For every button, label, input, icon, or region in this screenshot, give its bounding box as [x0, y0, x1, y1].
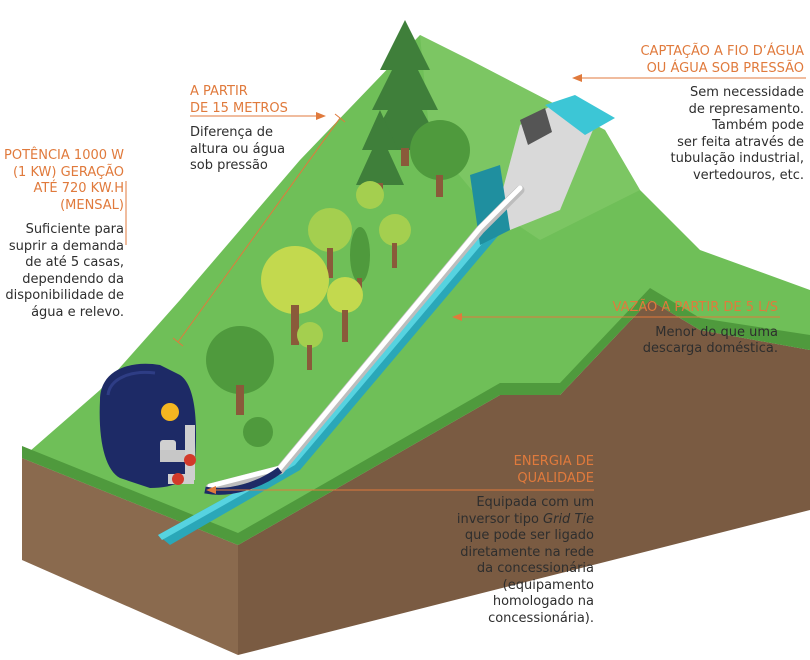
callout-body-line: Menor do que uma [655, 324, 778, 340]
callout-body-line: de represamento. [688, 101, 804, 117]
callout-title-line: CAPTAÇÃO A FIO D’ÁGUA [640, 44, 804, 59]
leader-intake-arrow [572, 74, 582, 82]
callout-title-line: OU ÁGUA SOB PRESSÃO [646, 60, 804, 76]
callout-body-line: disponibilidade de [5, 288, 124, 303]
leader-height-arrow [316, 112, 326, 120]
grid-tie-term: Grid Tie [543, 511, 594, 527]
callout-body-line: água e relevo. [31, 304, 124, 320]
height-dimension-line [177, 117, 341, 343]
callout-title-line: QUALIDADE [517, 470, 594, 486]
callout-body-line: que pode ser ligado [464, 528, 594, 543]
callout-title-line: (1 KW) GERAÇÃO [12, 164, 124, 180]
callout-body-line: de até 5 casas, [25, 255, 124, 270]
callout-body-line-mixed: inversor tipo Grid Tie [457, 512, 594, 529]
soil-front-face [22, 458, 238, 655]
tree-icon [297, 322, 323, 370]
callout-body-line: ser feita através de [677, 134, 804, 150]
callout-power: POTÊNCIA 1000 W (1 KW) GERAÇÃO ATÉ 720 K… [4, 148, 124, 321]
callout-body-line: Sem necessidade [689, 85, 804, 100]
tree-icon [410, 120, 470, 197]
leader-flow-arrow [452, 313, 462, 321]
callout-energy-title: ENERGIA DE QUALIDADE [457, 454, 594, 487]
dimension-tick [172, 337, 184, 347]
intake-concrete [500, 100, 595, 230]
callout-power-title: POTÊNCIA 1000 W (1 KW) GERAÇÃO ATÉ 720 K… [4, 148, 124, 214]
callout-intake: CAPTAÇÃO A FIO D’ÁGUA OU ÁGUA SOB PRESSÃ… [640, 44, 804, 184]
leader-energy-arrow [206, 486, 216, 494]
callout-title-line: POTÊNCIA 1000 W [4, 148, 124, 163]
hydro-turbine-icon [99, 363, 197, 488]
callout-body-line: Suficiente para [25, 222, 124, 237]
tree-icon [366, 20, 444, 166]
callout-body-line: homologado na [492, 594, 594, 609]
tree-icon [243, 417, 273, 447]
callout-intake-body: Sem necessidade de represamento. Também … [640, 85, 805, 184]
callout-title-line: ENERGIA DE [513, 454, 594, 469]
tree-icon [261, 246, 329, 345]
intake-water-top [545, 95, 615, 135]
callout-body-line: altura ou água [190, 141, 286, 157]
callout-body-line: da concessionária [476, 561, 594, 576]
callout-body-line: Também pode [712, 118, 804, 133]
callout-title-line: A PARTIR [190, 84, 248, 99]
callout-body-line: dependendo da [22, 271, 124, 287]
intake-gate [520, 108, 552, 145]
callout-body-line: sob pressão [190, 158, 268, 173]
callout-power-body: Suficiente para suprir a demanda de até … [4, 222, 124, 321]
callout-title-line: (MENSAL) [60, 197, 124, 213]
callout-flow-title: VAZÃO A PARTIR DE 5 L/S [613, 300, 778, 317]
dimension-tick [334, 113, 346, 123]
callout-body-line: tubulação industrial, [670, 151, 805, 166]
tree-icon [327, 277, 363, 342]
callout-body-line: (equipamento [502, 577, 594, 593]
callout-flow: VAZÃO A PARTIR DE 5 L/S Menor do que uma… [613, 300, 778, 358]
callout-title-line: ATÉ 720 KW.H [33, 181, 124, 196]
callout-height-body: Diferença de altura ou água sob pressão [190, 125, 288, 175]
tree-icon [308, 181, 384, 278]
soil-side-face [238, 300, 810, 655]
callout-body-line: vertedouros, etc. [692, 167, 804, 183]
callout-body-line: descarga doméstica. [642, 341, 778, 356]
penstock-pipe-highlight [207, 185, 523, 489]
callout-body-fragment: inversor tipo [456, 511, 544, 527]
callout-energy-body: Equipada com um inversor tipo Grid Tie q… [457, 495, 594, 627]
callout-height-title: A PARTIR DE 15 METROS [190, 84, 288, 117]
callout-body-line: Diferença de [190, 125, 273, 140]
callout-flow-body: Menor do que uma descarga doméstica. [613, 325, 778, 358]
callout-energy: ENERGIA DE QUALIDADE Equipada com um inv… [457, 454, 594, 627]
callout-body-line: suprir a demanda [8, 238, 124, 254]
callout-intake-title: CAPTAÇÃO A FIO D’ÁGUA OU ÁGUA SOB PRESSÃ… [640, 44, 804, 77]
callout-body-line: Equipada com um [476, 495, 594, 510]
callout-height: A PARTIR DE 15 METROS Diferença de altur… [190, 84, 288, 175]
callout-title-line: VAZÃO A PARTIR DE 5 L/S [612, 300, 778, 315]
tree-icon [206, 326, 274, 415]
callout-body-line: concessionária). [488, 610, 594, 626]
callout-body-line: diretamente na rede [460, 544, 594, 560]
callout-title-line: DE 15 METROS [190, 100, 288, 116]
tree-icon [379, 214, 411, 268]
